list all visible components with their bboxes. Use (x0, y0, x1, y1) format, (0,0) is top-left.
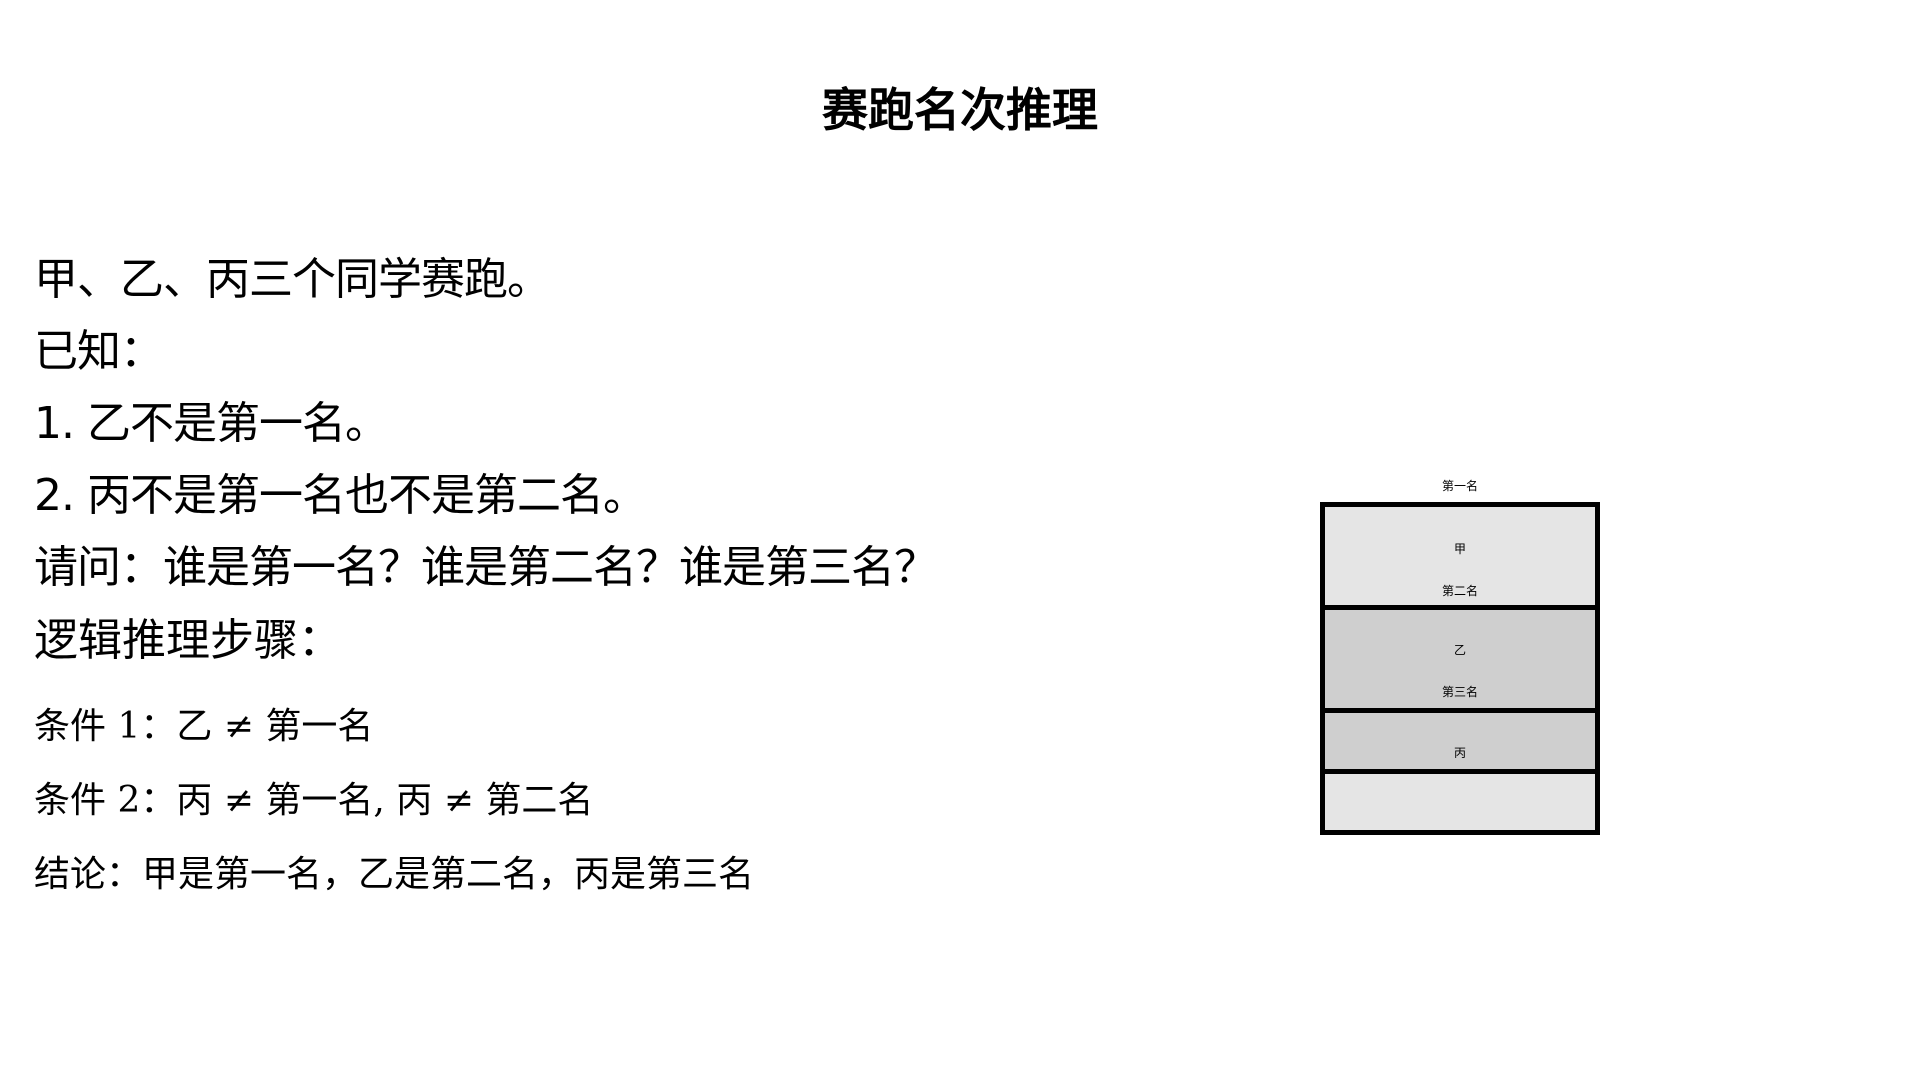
question: 请问：谁是第一名？谁是第二名？谁是第三名？ (34, 542, 938, 593)
rank-box-yi: 乙 第三名 (1320, 605, 1600, 713)
condition-2: 2. 丙不是第一名也不是第二名。 (34, 470, 647, 521)
reasoning-steps: 条件 1：乙 ≠ 第一名 条件 2：丙 ≠ 第一名, 丙 ≠ 第二名 结论：甲是… (34, 690, 754, 912)
condition-1: 1. 乙不是第一名。 (34, 398, 389, 449)
known-label: 已知： (34, 326, 164, 377)
step-condition-1: 条件 1：乙 ≠ 第一名 (34, 706, 374, 747)
rank-label-third: 第三名 (1441, 685, 1478, 699)
rank-label-second: 第二名 (1441, 584, 1478, 598)
rank-label-first: 第一名 (1441, 479, 1478, 493)
runner-name: 甲 (1453, 542, 1466, 556)
problem-statement: 甲、乙、丙三个同学赛跑。 已知： 1. 乙不是第一名。 2. 丙不是第一名也不是… (34, 244, 938, 604)
steps-heading: 逻辑推理步骤： (34, 615, 342, 666)
rank-box-jia: 甲 第二名 (1320, 502, 1600, 610)
rank-box-bing: 丙 (1320, 708, 1600, 774)
step-condition-2: 条件 2：丙 ≠ 第一名, 丙 ≠ 第二名 (34, 780, 594, 821)
step-conclusion: 结论：甲是第一名，乙是第二名，丙是第三名 (34, 854, 755, 895)
page-title: 赛跑名次推理 (822, 83, 1098, 137)
rank-box-empty (1320, 769, 1600, 835)
ranking-diagram: 第一名 甲 第二名 乙 第三名 丙 (1320, 470, 1600, 835)
problem-intro: 甲、乙、丙三个同学赛跑。 (34, 254, 551, 305)
runner-name: 乙 (1453, 643, 1466, 657)
runner-name: 丙 (1453, 746, 1466, 760)
